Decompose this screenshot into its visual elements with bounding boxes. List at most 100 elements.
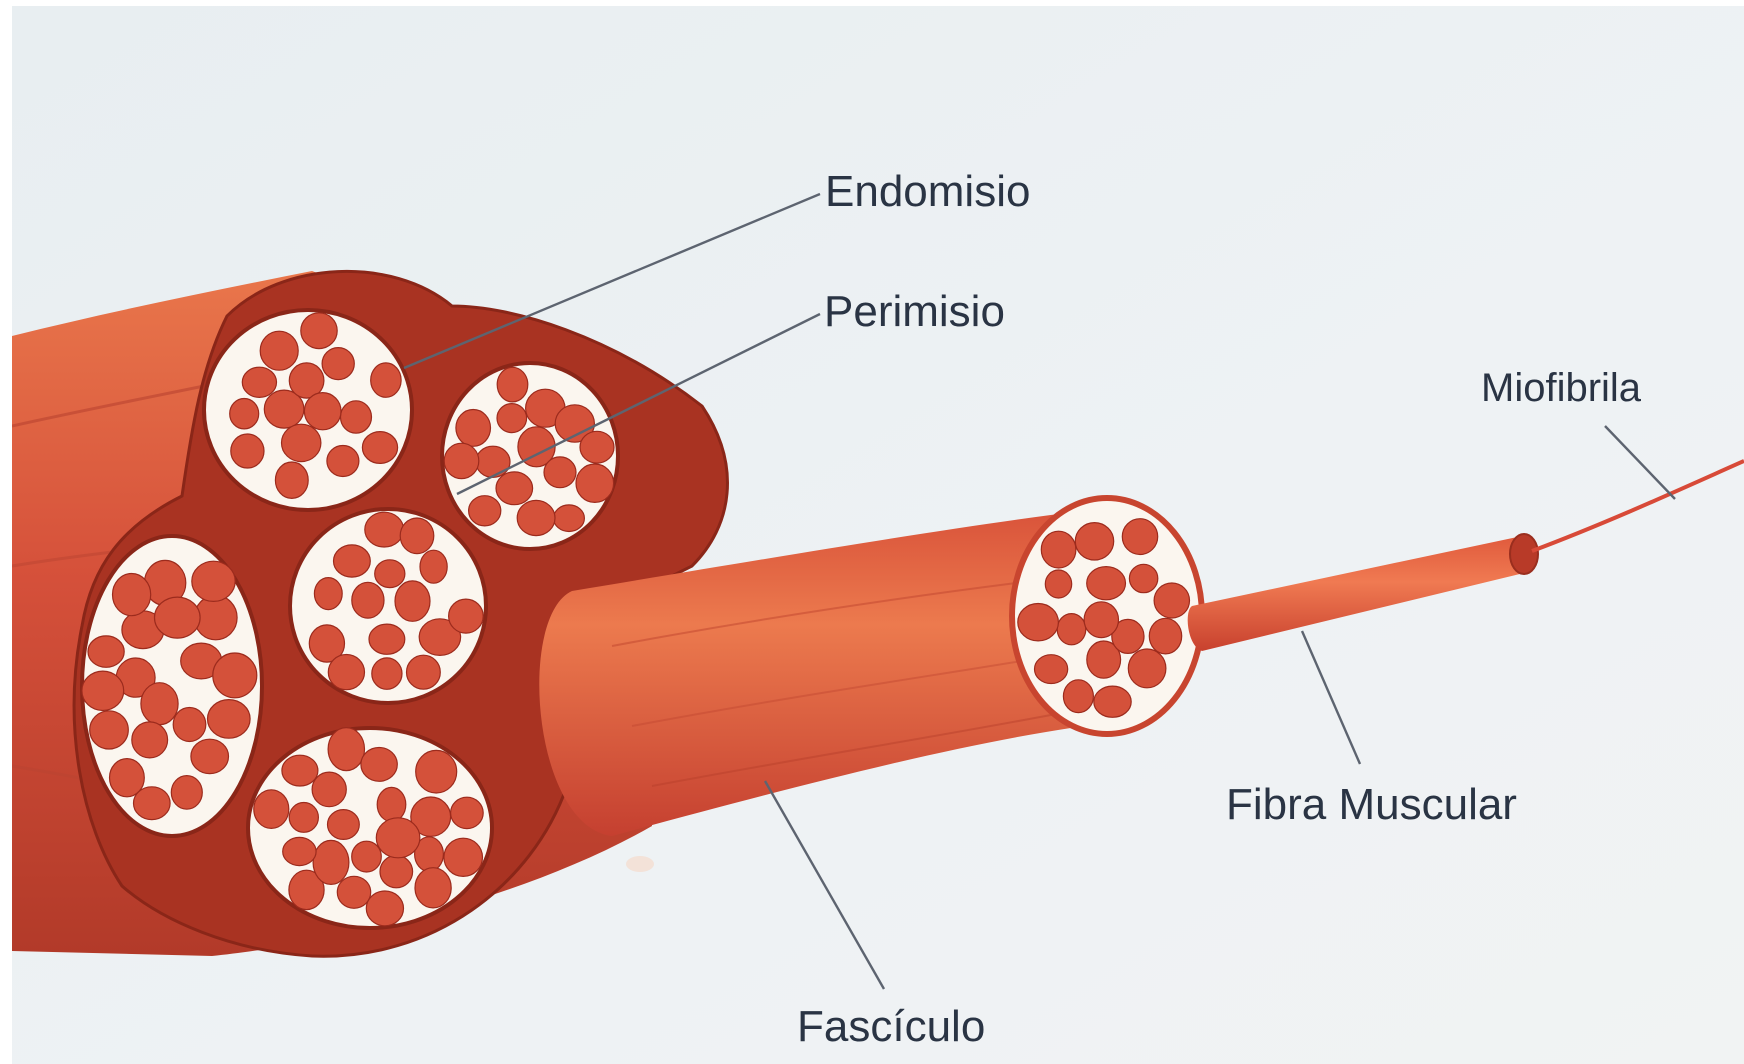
muscle-fiber-cell bbox=[88, 636, 124, 667]
muscle-fiber-cell bbox=[312, 772, 346, 807]
muscle-fiber-cell bbox=[496, 472, 533, 505]
muscle-fiber-cell bbox=[334, 545, 371, 577]
muscle-fiber-cell bbox=[231, 434, 264, 468]
muscle-fiber-cell bbox=[366, 891, 403, 926]
muscle-fiber-cell bbox=[1035, 655, 1068, 684]
muscle-fiber-cell bbox=[497, 367, 528, 402]
muscle-fiber-cell bbox=[517, 500, 555, 535]
muscle-fiber-cell bbox=[208, 700, 251, 739]
muscle-fiber-cell bbox=[444, 838, 483, 876]
muscle-fiber-cell bbox=[352, 582, 384, 618]
muscle-fiber-cell bbox=[301, 313, 337, 349]
muscle-fiber-cell bbox=[194, 595, 237, 639]
muscle-fiber-cell bbox=[407, 655, 441, 689]
muscle-fiber-cell bbox=[1087, 567, 1126, 600]
muscle-fiber-cell bbox=[395, 581, 430, 621]
label-fasciculo: Fascículo bbox=[797, 1002, 985, 1051]
muscle-fiber-cell bbox=[341, 401, 372, 433]
fascicle-cross-section bbox=[82, 536, 262, 836]
muscle-fiber-cell bbox=[361, 748, 397, 782]
muscle-fiber-cell bbox=[230, 399, 259, 429]
muscle-fiber-cell bbox=[304, 393, 341, 430]
muscle-fiber-cell bbox=[365, 512, 404, 547]
muscle-fiber-cell bbox=[1154, 583, 1189, 618]
muscle-fiber-cell bbox=[289, 803, 318, 833]
fascicle-cross-section bbox=[442, 363, 618, 549]
muscle-fiber-cell bbox=[328, 728, 364, 771]
muscle-fiber-cell bbox=[444, 443, 479, 478]
muscle-fiber-cell bbox=[377, 787, 406, 821]
muscle-fiber-cell bbox=[1045, 570, 1071, 598]
muscle-fiber-cell bbox=[372, 658, 402, 689]
muscle-fiber-cell bbox=[416, 750, 457, 793]
muscle-fiber-cell bbox=[456, 410, 491, 447]
muscle-fiber-cell bbox=[275, 462, 308, 498]
muscle-fiber-cell bbox=[451, 797, 484, 828]
muscle-fiber-cell bbox=[544, 457, 576, 488]
muscle-fiber-cell bbox=[192, 561, 235, 601]
label-perimisio: Perimisio bbox=[824, 287, 1005, 336]
fascicle-cross-section bbox=[290, 509, 486, 703]
muscle-fiber-cell bbox=[400, 518, 434, 554]
muscle-fiber-cell bbox=[171, 776, 202, 810]
muscle-fiber-cell bbox=[376, 818, 420, 858]
muscle-fiber-cell bbox=[90, 711, 129, 749]
muscle-fiber-cell bbox=[328, 655, 364, 690]
muscle-fiber-cell bbox=[328, 810, 360, 840]
muscle-fiber-cell bbox=[1057, 614, 1086, 645]
fibra-muscular-end bbox=[1510, 534, 1538, 574]
muscle-fiber-cell bbox=[1094, 686, 1131, 717]
muscle-fiber-cell bbox=[1075, 523, 1113, 560]
muscle-fiber-cell bbox=[1018, 604, 1059, 641]
muscle-fiber-cell bbox=[254, 790, 289, 829]
muscle-fiber-cell bbox=[213, 653, 257, 698]
muscle-fiber-cell bbox=[191, 739, 229, 773]
muscle-fiber-cell bbox=[260, 331, 298, 370]
label-fibra-muscular: Fibra Muscular bbox=[1226, 780, 1517, 829]
muscle-fiber-cell bbox=[380, 855, 413, 887]
muscle-fiber-cell bbox=[369, 624, 405, 654]
muscle-fiber-cell bbox=[576, 464, 614, 502]
muscle-fiber-cell bbox=[476, 446, 510, 477]
muscle-fiber-cell bbox=[282, 755, 318, 786]
muscle-fiber-cell bbox=[141, 683, 178, 725]
muscle-fiber-cell bbox=[1122, 519, 1157, 555]
muscle-fiber-cell bbox=[134, 787, 171, 820]
muscle-fiber-cell bbox=[1129, 564, 1157, 592]
muscle-fiber-cell bbox=[580, 431, 614, 463]
muscle-fiber-cell bbox=[282, 424, 321, 461]
label-miofibrila: Miofibrila bbox=[1481, 366, 1642, 410]
muscle-fiber-cell bbox=[371, 363, 401, 397]
muscle-fiber-cell bbox=[1063, 680, 1093, 713]
muscle-fiber-cell bbox=[1084, 602, 1118, 638]
muscle-fiber-cell bbox=[173, 708, 206, 742]
muscle-fiber-cell bbox=[469, 496, 501, 526]
muscle-fiber-cell bbox=[1149, 618, 1181, 654]
muscle-fiber-cell bbox=[155, 597, 201, 638]
muscle-fiber-cell bbox=[1128, 649, 1166, 688]
muscle-fiber-cell bbox=[362, 432, 397, 464]
muscle-fiber-cell bbox=[313, 840, 349, 884]
muscle-fiber-cell bbox=[415, 868, 451, 908]
muscle-fiber-cell bbox=[337, 876, 370, 908]
muscle-fiber-cell bbox=[554, 505, 585, 532]
muscle-fiber-cell bbox=[420, 550, 447, 583]
muscle-fiber-cell bbox=[352, 841, 382, 872]
muscle-fiber-cell bbox=[132, 722, 168, 758]
muscle-fiber-cell bbox=[322, 348, 354, 380]
muscle-fiber-cell bbox=[449, 599, 484, 633]
muscle-fiber-cell bbox=[283, 837, 316, 865]
muscle-fiber-cell bbox=[82, 671, 124, 710]
bundle-detail-mark bbox=[626, 856, 654, 872]
muscle-fiber-cell bbox=[327, 446, 359, 477]
fascicle-cross-section bbox=[204, 310, 412, 510]
fascicle-cross-section bbox=[248, 728, 492, 928]
muscle-fiber-cell bbox=[113, 574, 151, 616]
muscle-fiber-cell bbox=[314, 578, 342, 610]
muscle-fiber-cell bbox=[1041, 531, 1076, 568]
label-endomisio: Endomisio bbox=[825, 167, 1030, 216]
muscle-fiber-cell bbox=[242, 367, 276, 397]
muscle-structure-diagram: Endomisio Perimisio Miofibrila Fibra Mus… bbox=[12, 6, 1744, 1064]
muscle-fiber-cell bbox=[497, 404, 527, 433]
